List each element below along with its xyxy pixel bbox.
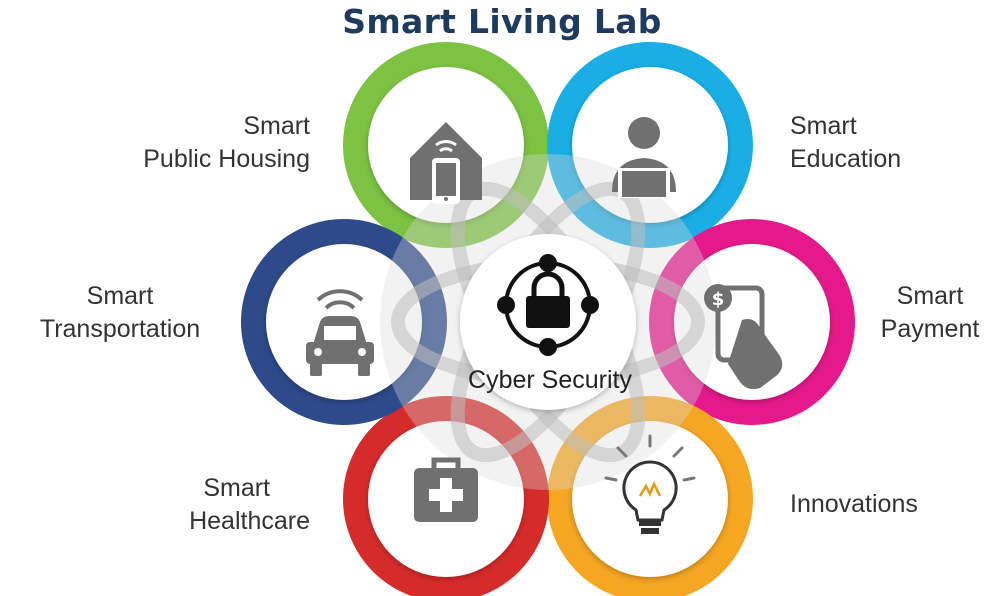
ring-transportation [241, 219, 447, 425]
smart-house-icon [410, 122, 482, 204]
diagram-title: Smart Living Lab [342, 2, 662, 41]
ring-innovations [547, 396, 753, 596]
ring-public-housing [343, 42, 549, 248]
label-transportation-line-2: Transportation [39, 315, 201, 343]
label-public-housing: Smart Public Housing [108, 110, 310, 176]
label-transportation-line-1: Smart [86, 282, 154, 310]
label-education-line-2: Education [790, 145, 902, 173]
mobile-payment-icon: $ [704, 284, 783, 390]
ring-payment [649, 219, 855, 425]
label-healthcare-line-1: Smart [203, 474, 270, 502]
label-education: Smart Education [790, 110, 990, 176]
svg-text:$: $ [712, 289, 725, 310]
label-public-housing-line-2: Public Housing [143, 145, 310, 173]
connected-car-icon [306, 289, 374, 376]
medical-kit-icon [414, 457, 478, 522]
label-payment-line-2: Payment [880, 315, 980, 343]
label-payment: Smart Payment [860, 280, 1000, 346]
label-innovations: Innovations [790, 488, 990, 521]
label-payment-line-1: Smart [896, 282, 964, 310]
lock-network-icon [497, 254, 599, 356]
lightbulb-icon [604, 434, 696, 534]
label-healthcare: Smart Healthcare [100, 472, 310, 538]
ring-healthcare [343, 396, 549, 596]
center-label: Cyber Security [468, 366, 632, 394]
label-education-line-1: Smart [790, 112, 857, 140]
label-public-housing-line-1: Smart [243, 112, 310, 140]
person-laptop-icon [612, 117, 676, 198]
ring-education [547, 42, 753, 248]
label-transportation: Smart Transportation [20, 280, 220, 346]
label-healthcare-line-2: Healthcare [189, 507, 310, 535]
label-innovations-line-1: Innovations [790, 490, 918, 518]
